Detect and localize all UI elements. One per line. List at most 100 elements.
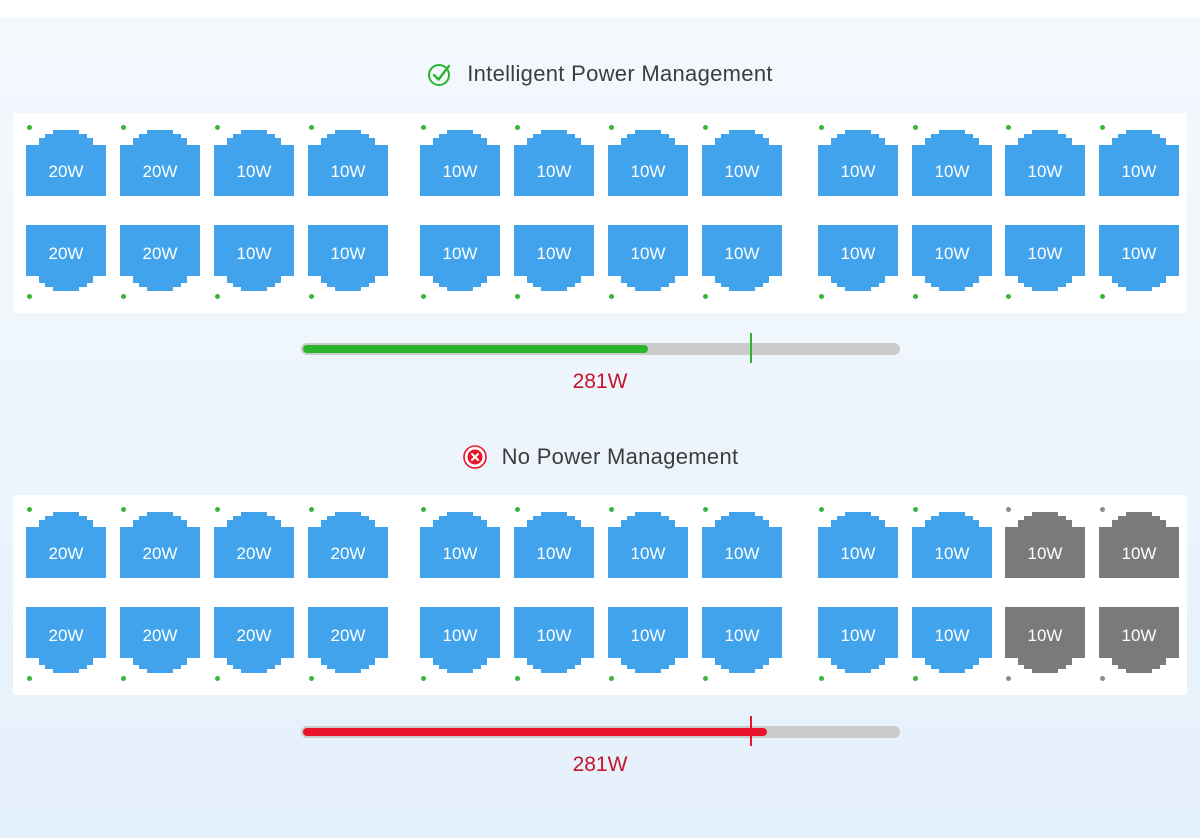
power-bar-fill	[303, 345, 648, 353]
port-power-label: 20W	[330, 544, 366, 563]
port-status-led	[121, 294, 126, 299]
port-status-led	[309, 507, 314, 512]
power-value: 281W	[572, 753, 628, 776]
power-bar	[301, 343, 900, 355]
ethernet-port: 10W	[818, 225, 898, 291]
port-status-led	[27, 676, 32, 681]
ethernet-port: 20W	[26, 225, 106, 291]
port-status-led	[515, 676, 520, 681]
port-power-label: 10W	[536, 244, 572, 263]
x-circle-icon	[462, 444, 488, 470]
ethernet-port-icon	[608, 512, 688, 578]
ethernet-port-icon	[818, 512, 898, 578]
port-status-led	[215, 507, 220, 512]
ethernet-port-icon	[1099, 512, 1179, 578]
ethernet-port: 10W	[514, 607, 594, 673]
port-status-led	[703, 294, 708, 299]
port-power-label: 10W	[724, 244, 760, 263]
ethernet-port-icon	[1099, 225, 1179, 291]
ethernet-port: 10W	[1099, 130, 1179, 196]
ethernet-port-icon	[702, 512, 782, 578]
port-status-led	[609, 125, 614, 130]
ethernet-port: 20W	[26, 130, 106, 196]
ethernet-port: 10W	[1005, 225, 1085, 291]
port-power-label: 20W	[48, 626, 84, 645]
port-power-label: 10W	[236, 162, 272, 181]
ethernet-port-icon	[1005, 130, 1085, 196]
power-value: 281W	[572, 370, 628, 393]
section-heading: No Power Management	[0, 441, 1200, 473]
port-power-label: 10W	[630, 544, 666, 563]
ethernet-port: 20W	[120, 512, 200, 578]
port-status-led	[913, 507, 918, 512]
ethernet-port: 20W	[214, 512, 294, 578]
ethernet-port: 10W	[1005, 512, 1085, 578]
port-power-label: 10W	[630, 626, 666, 645]
ethernet-port: 10W	[214, 225, 294, 291]
section-heading: Intelligent Power Management	[0, 58, 1200, 90]
ethernet-port-icon	[608, 607, 688, 673]
ethernet-port: 10W	[514, 130, 594, 196]
ethernet-port: 10W	[420, 225, 500, 291]
ethernet-port-icon	[1099, 607, 1179, 673]
section-title: No Power Management	[501, 444, 739, 469]
ethernet-port: 10W	[214, 130, 294, 196]
port-status-led	[703, 676, 708, 681]
ethernet-port-icon	[120, 512, 200, 578]
ethernet-port: 10W	[608, 512, 688, 578]
ethernet-port: 10W	[702, 607, 782, 673]
port-status-led	[215, 294, 220, 299]
port-power-label: 20W	[142, 626, 178, 645]
port-status-led	[1100, 125, 1105, 130]
port-status-led	[1100, 294, 1105, 299]
port-status-led	[27, 507, 32, 512]
port-status-led	[515, 507, 520, 512]
power-budget-marker	[750, 333, 752, 363]
ethernet-port-icon	[26, 512, 106, 578]
ethernet-port-icon	[818, 225, 898, 291]
check-circle-icon	[427, 61, 453, 87]
ethernet-port-icon	[608, 130, 688, 196]
port-status-led	[121, 676, 126, 681]
ethernet-port-icon	[120, 130, 200, 196]
port-status-led	[1006, 507, 1011, 512]
ethernet-port-icon	[214, 130, 294, 196]
ethernet-port-icon	[420, 130, 500, 196]
port-status-led	[819, 294, 824, 299]
port-power-label: 10W	[934, 162, 970, 181]
port-power-label: 10W	[630, 162, 666, 181]
ethernet-port-icon	[702, 607, 782, 673]
ethernet-port-icon	[912, 512, 992, 578]
ethernet-port: 20W	[214, 607, 294, 673]
port-power-label: 20W	[48, 162, 84, 181]
ethernet-port-icon	[912, 130, 992, 196]
section-title: Intelligent Power Management	[467, 61, 773, 86]
ethernet-port-icon	[608, 225, 688, 291]
port-status-led	[27, 294, 32, 299]
port-status-led	[609, 507, 614, 512]
port-power-label: 10W	[330, 162, 366, 181]
ethernet-port: 20W	[308, 607, 388, 673]
port-power-label: 10W	[442, 544, 478, 563]
ethernet-port-icon	[26, 225, 106, 291]
ethernet-port: 10W	[702, 512, 782, 578]
port-power-label: 10W	[1121, 244, 1157, 263]
ethernet-port: 10W	[608, 130, 688, 196]
ethernet-port-icon	[1005, 607, 1085, 673]
port-power-label: 10W	[934, 244, 970, 263]
ethernet-port-icon	[214, 225, 294, 291]
port-power-label: 20W	[236, 544, 272, 563]
ethernet-port-icon	[26, 130, 106, 196]
port-power-label: 20W	[142, 244, 178, 263]
port-power-label: 10W	[536, 626, 572, 645]
ethernet-port-icon	[308, 512, 388, 578]
port-status-led	[515, 125, 520, 130]
ethernet-port-icon	[120, 225, 200, 291]
ethernet-port: 10W	[420, 607, 500, 673]
ethernet-port: 10W	[420, 512, 500, 578]
port-status-led	[1100, 676, 1105, 681]
port-power-label: 10W	[724, 626, 760, 645]
ethernet-port-icon	[214, 512, 294, 578]
ethernet-port: 10W	[1005, 607, 1085, 673]
port-status-led	[1006, 125, 1011, 130]
